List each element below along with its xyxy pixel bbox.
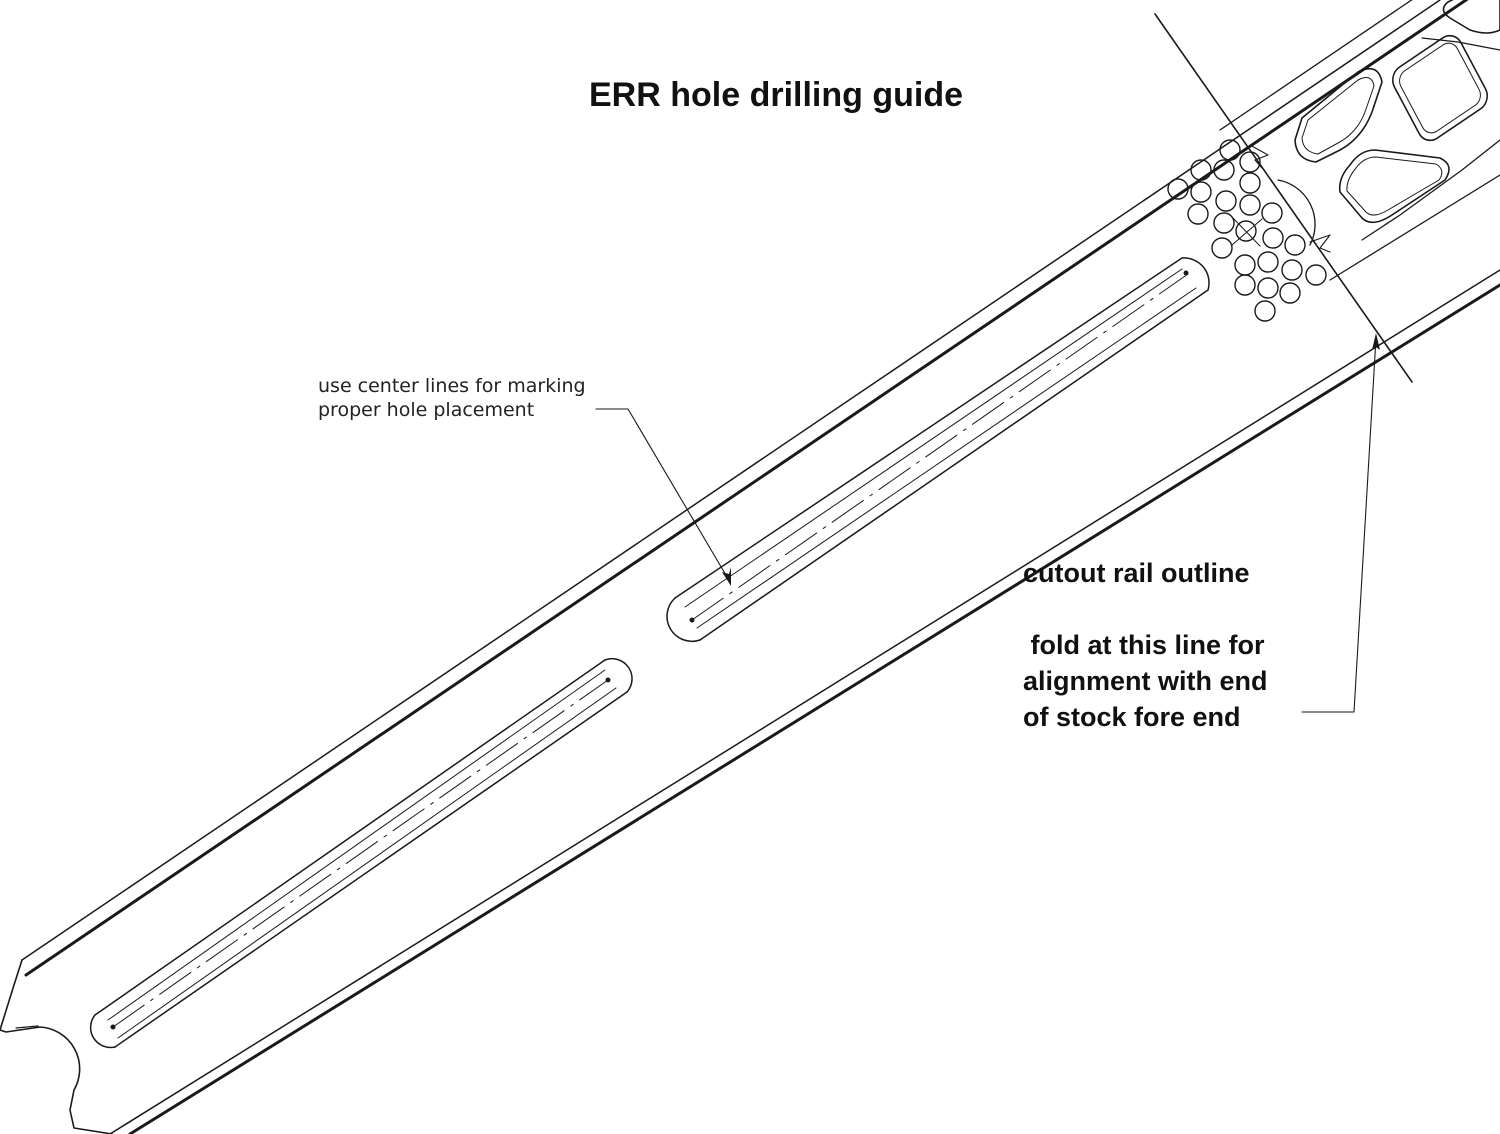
- slot-upper-cap-left: [666, 597, 701, 643]
- slot-upper-inner-bottom: [696, 287, 1197, 629]
- drill-hole-1: [1219, 139, 1241, 161]
- slot-upper-center-point-right: [1183, 270, 1189, 276]
- drill-hole-21: [1234, 274, 1256, 296]
- drill-hole-7: [1215, 190, 1237, 212]
- center-lines-leader: [595, 408, 731, 583]
- center-lines-note-line-1: use center lines for marking: [318, 375, 586, 397]
- slot-lower: [89, 657, 633, 1049]
- cutout-window-bottom: [1338, 149, 1450, 224]
- drill-hole-4: [1239, 151, 1261, 173]
- cutout-window-top-right: [1442, 0, 1500, 34]
- fold-line: [1154, 13, 1413, 383]
- fold-note-line-1: fold at this line for: [1023, 630, 1265, 660]
- hole-pattern: [1167, 139, 1327, 322]
- drill-hole-22: [1257, 277, 1279, 299]
- slot-upper-outline-top: [674, 257, 1183, 599]
- rail-top-chamfer-line: [1219, 0, 1413, 131]
- drill-hole-3: [1213, 159, 1235, 181]
- slot-lower-cap-right: [604, 657, 633, 693]
- fold-note-leader: [1301, 337, 1377, 713]
- drill-hole-15: [1262, 227, 1284, 249]
- tooth-bottom: [1309, 234, 1331, 253]
- hole-center-crosshair: [1231, 217, 1263, 247]
- rail-radius-arc: [1277, 179, 1316, 246]
- rail-outer-bottom-edge: [109, 269, 1500, 1134]
- slot-lower-center-point-left: [110, 1024, 116, 1030]
- drill-hole-8: [1239, 172, 1261, 194]
- cutout-lower-edge: [1361, 139, 1500, 241]
- drill-hole-2: [1190, 159, 1212, 181]
- drill-hole-19: [1281, 259, 1303, 281]
- drill-hole-13: [1211, 237, 1233, 259]
- tooth-top: [1249, 144, 1269, 169]
- slot-lower-cap-left: [89, 1014, 116, 1049]
- slot-upper-inner-top: [684, 268, 1183, 608]
- slot-upper-outline-bottom: [699, 289, 1209, 641]
- drill-hole-10: [1213, 212, 1235, 234]
- cutout-slot-top: [1421, 37, 1500, 51]
- fold-note-leader-arrowhead: [1372, 333, 1380, 350]
- cutout-window-left-inner: [1301, 77, 1375, 155]
- drill-hole-18: [1257, 251, 1279, 273]
- drill-hole-24: [1254, 300, 1276, 322]
- slot-lower-outline-bottom: [114, 691, 628, 1048]
- slot-lower-center-line: [112, 679, 609, 1028]
- drill-hole-12: [1261, 202, 1283, 224]
- drill-hole-16: [1284, 234, 1306, 256]
- center-lines-leader-arrowhead: [722, 567, 731, 586]
- crosshair-diagonal-b: [1231, 218, 1263, 246]
- drill-hole-6: [1190, 181, 1212, 203]
- slot-upper-cap-right: [1181, 257, 1210, 291]
- drill-hole-5: [1167, 178, 1189, 200]
- drill-hole-11: [1239, 194, 1261, 216]
- cutout-window-left: [1294, 67, 1383, 163]
- drill-hole-17: [1234, 254, 1256, 276]
- fold-note-line-2: alignment with end: [1023, 666, 1268, 696]
- cutout-rail-outline: [1294, 0, 1500, 241]
- slot-upper: [666, 257, 1210, 643]
- drill-hole-23: [1279, 282, 1301, 304]
- slot-lower-center-point-right: [605, 677, 611, 683]
- cutout-window-large: [1392, 34, 1488, 142]
- rail-inner-top-edge: [24, 0, 1469, 977]
- slot-lower-outline-top: [94, 659, 606, 1016]
- rail-end-notch-inner: [15, 1025, 39, 1029]
- rail-bottom-chamfer-line: [1329, 174, 1500, 281]
- slot-lower-inner-top: [107, 669, 606, 1021]
- slot-upper-center-point-left: [689, 617, 695, 623]
- cutout-rail-outline-label: cutout rail outline: [1023, 558, 1250, 588]
- drill-hole-9: [1187, 203, 1209, 225]
- rail-outer-top-edge: [21, 0, 1441, 961]
- drill-hole-20: [1305, 264, 1327, 286]
- page-title: ERR hole drilling guide: [589, 76, 963, 114]
- slot-upper-center-line: [691, 273, 1189, 621]
- alignment-teeth: [1249, 144, 1331, 253]
- drill-hole-14: [1235, 220, 1257, 242]
- rail-end-profile: [0, 959, 113, 1134]
- slot-lower-inner-bottom: [117, 687, 617, 1039]
- center-lines-note-line-2: proper hole placement: [318, 399, 534, 421]
- fold-note-line-3: of stock fore end: [1023, 702, 1241, 732]
- cutout-window-bottom-inner: [1346, 156, 1443, 216]
- cutout-window-large-inner: [1399, 42, 1481, 134]
- rail-inner-bottom-edge: [128, 283, 1500, 1134]
